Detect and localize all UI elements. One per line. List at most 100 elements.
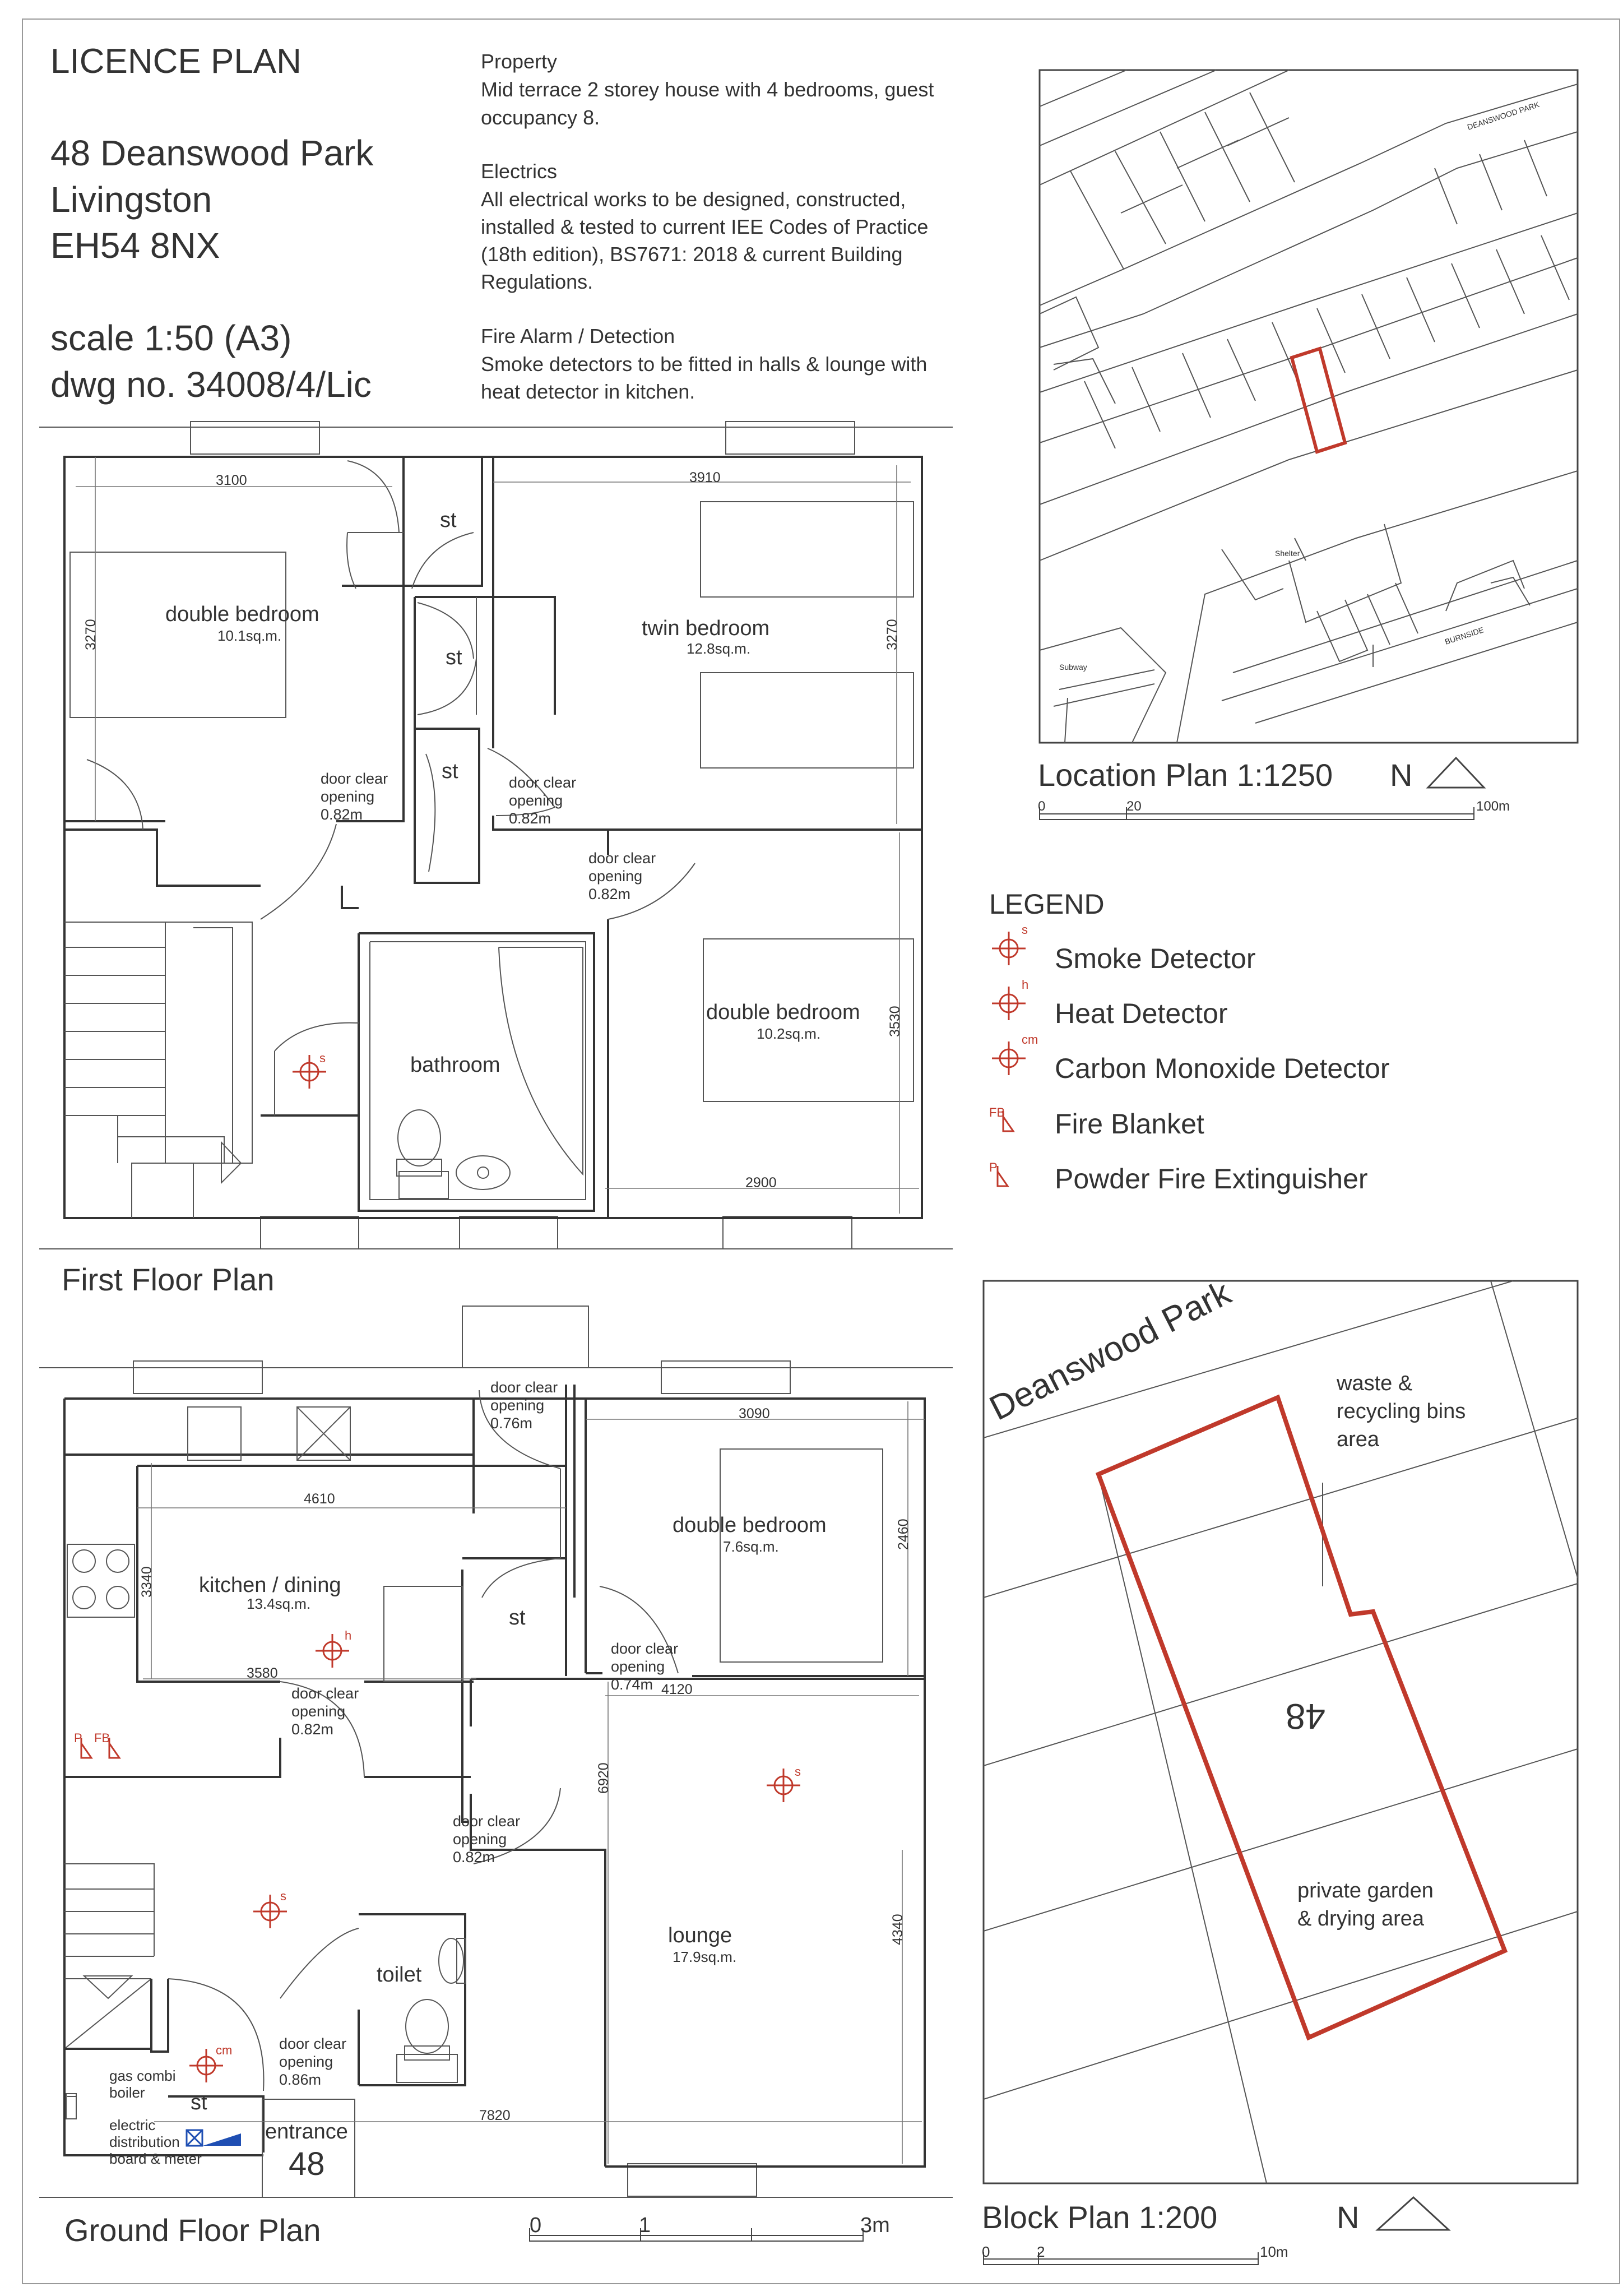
ff-door-note-2-line-3: 0.82m: [509, 810, 551, 827]
drawing-number: dwg no. 34008/4/Lic: [50, 364, 372, 405]
gf-smoke-code-lounge: s: [795, 1765, 801, 1779]
legend-smoke-row: s Smoke Detector: [991, 923, 1255, 974]
note-electrics-heading: Electrics: [481, 160, 557, 183]
block-scale-0: 0: [982, 2243, 990, 2260]
ff-door-note-1-line-3: 0.82m: [321, 806, 363, 823]
ff-door-note-2-line-2: opening: [509, 792, 563, 809]
gf-fire-blanket-code: FB: [94, 1731, 110, 1745]
gf-door-note-1-line-3: 0.76m: [490, 1415, 532, 1432]
gf-door-note-2-line-3: 0.82m: [291, 1721, 333, 1738]
block-north-label: N: [1337, 2200, 1359, 2235]
gf-house-number: 48: [289, 2146, 325, 2182]
block-plan-title: Block Plan 1:200: [982, 2200, 1217, 2235]
ground-scale-3: 3m: [860, 2214, 890, 2237]
ff-twin-area: 12.8sq.m.: [687, 640, 750, 657]
notes-block: Property Mid terrace 2 storey house with…: [481, 50, 934, 403]
gf-door-note-4-line-2: opening: [453, 1831, 507, 1848]
gf-kitchen-area: 13.4sq.m.: [247, 1595, 310, 1612]
ff-bed1-name: double bedroom: [165, 603, 319, 626]
ff-dim-bed1-height: 3270: [83, 619, 99, 650]
gf-boiler-line-1: gas combi: [109, 2067, 176, 2084]
gf-door-note-1-line-1: door clear: [490, 1379, 558, 1396]
legend-extinguisher-code: P: [989, 1160, 998, 1174]
gf-extinguisher-code: P: [74, 1731, 82, 1745]
gf-fire-blanket-icon: [108, 1737, 120, 1759]
gf-dim-bed4-width: 3090: [739, 1406, 770, 1422]
ff-store-1: st: [440, 508, 457, 532]
ff-dim-bed3-height: 3530: [887, 1006, 903, 1037]
block-bins-line-1: waste &: [1336, 1372, 1412, 1395]
ff-bathroom-label: bathroom: [410, 1053, 500, 1077]
gf-elec-line-2: distribution: [109, 2133, 180, 2150]
gf-door-note-1-line-2: opening: [490, 1397, 544, 1414]
location-scale-0: 0: [1038, 799, 1045, 814]
co-detector-icon: [991, 1040, 1027, 1076]
ff-door-note-1-line-1: door clear: [321, 770, 388, 787]
ground-floor-title: Ground Floor Plan: [64, 2212, 321, 2248]
ff-store-3: st: [442, 760, 458, 783]
gf-bed4-area: 7.6sq.m.: [723, 1538, 779, 1555]
gf-heat-code: h: [345, 1628, 351, 1642]
gf-lounge-name: lounge: [668, 1924, 732, 1947]
note-electrics-line-4: Regulations.: [481, 270, 593, 293]
location-plan-title: Location Plan 1:1250: [1038, 757, 1333, 793]
legend: LEGEND s Smoke Detector h Heat Detector …: [989, 888, 1390, 1195]
address-line-3: EH54 8NX: [50, 225, 220, 266]
ff-bed3-area: 10.2sq.m.: [757, 1025, 820, 1042]
gf-dim-lounge-height: 4340: [890, 1914, 906, 1945]
ff-bed3-name: double bedroom: [706, 1001, 860, 1024]
location-north-label: N: [1390, 757, 1412, 793]
gf-dim-kitchen-width: 4610: [304, 1491, 335, 1507]
first-floor-plan: 3100 3910 2900 3270 3270 3530 double bed…: [39, 421, 953, 1297]
legend-extinguisher-label: Powder Fire Extinguisher: [1055, 1163, 1368, 1195]
note-electrics-line-2: installed & tested to current IEE Codes …: [481, 215, 928, 238]
ff-door-note-2-line-1: door clear: [509, 774, 576, 791]
legend-co-row: cm Carbon Monoxide Detector: [991, 1033, 1390, 1084]
note-property-heading: Property: [481, 50, 557, 73]
location-site-boundary: [1290, 346, 1347, 454]
block-scale-2: 2: [1037, 2243, 1045, 2260]
ground-scale-bar: 0 1 3m: [529, 2214, 890, 2242]
sheet-border: [22, 18, 1620, 2284]
electric-board-icon: [186, 2129, 203, 2147]
gf-elec-line-3: board & meter: [109, 2150, 202, 2167]
ff-dim-bed3-width: 2900: [745, 1175, 777, 1191]
gf-heat-detector-icon: [314, 1633, 350, 1669]
address-line-1: 48 Deanswood Park: [50, 133, 374, 173]
gf-dim-hall-width: 3580: [247, 1665, 278, 1681]
gf-store-1: st: [509, 1606, 526, 1630]
ff-dim-twin-height: 3270: [884, 619, 900, 650]
gf-kitchen-name: kitchen / dining: [199, 1573, 341, 1597]
block-garden-line-2: & drying area: [1297, 1907, 1425, 1931]
legend-co-code: cm: [1022, 1033, 1038, 1047]
gf-dim-kitchen-height: 3340: [139, 1566, 155, 1598]
legend-blanket-label: Fire Blanket: [1055, 1108, 1204, 1140]
site-boundary: [1095, 1394, 1508, 2041]
block-scale-bar: 0 2 10m: [982, 2243, 1288, 2265]
gf-boiler-line-2: boiler: [109, 2084, 145, 2101]
gf-door-note-2-line-2: opening: [291, 1703, 345, 1720]
address-line-2: Livingston: [50, 179, 212, 220]
gf-dim-total-width: 7820: [479, 2108, 511, 2123]
note-electrics-line-3: (18th edition), BS7671: 2018 & current B…: [481, 243, 902, 266]
gf-co-code: cm: [216, 2043, 232, 2057]
block-bins-line-3: area: [1337, 1428, 1380, 1451]
legend-co-label: Carbon Monoxide Detector: [1055, 1053, 1390, 1084]
block-bins-line-2: recycling bins: [1337, 1400, 1466, 1423]
gf-lounge-area: 17.9sq.m.: [673, 1948, 736, 1965]
gf-toilet-label: toilet: [377, 1963, 422, 1987]
fire-extinguisher-icon: [996, 1165, 1009, 1187]
location-map-lines: [1039, 70, 1578, 743]
gf-entrance-label: entrance: [265, 2120, 348, 2144]
ff-dim-bed1-width: 3100: [216, 473, 247, 488]
location-shelter-label: Shelter: [1275, 549, 1300, 558]
title-block: LICENCE PLAN 48 Deanswood Park Livingsto…: [50, 42, 374, 405]
gf-door-note-5-line-2: opening: [279, 2053, 333, 2070]
note-fire-line-1: Smoke detectors to be fitted in halls & …: [481, 353, 927, 376]
legend-blanket-row: FB Fire Blanket: [989, 1105, 1204, 1140]
ff-door-note-3-line-1: door clear: [588, 850, 656, 867]
ff-door-note-1-line-2: opening: [321, 788, 374, 805]
location-plan-frame: [1038, 69, 1579, 744]
gf-door-note-4-line-1: door clear: [453, 1813, 520, 1830]
